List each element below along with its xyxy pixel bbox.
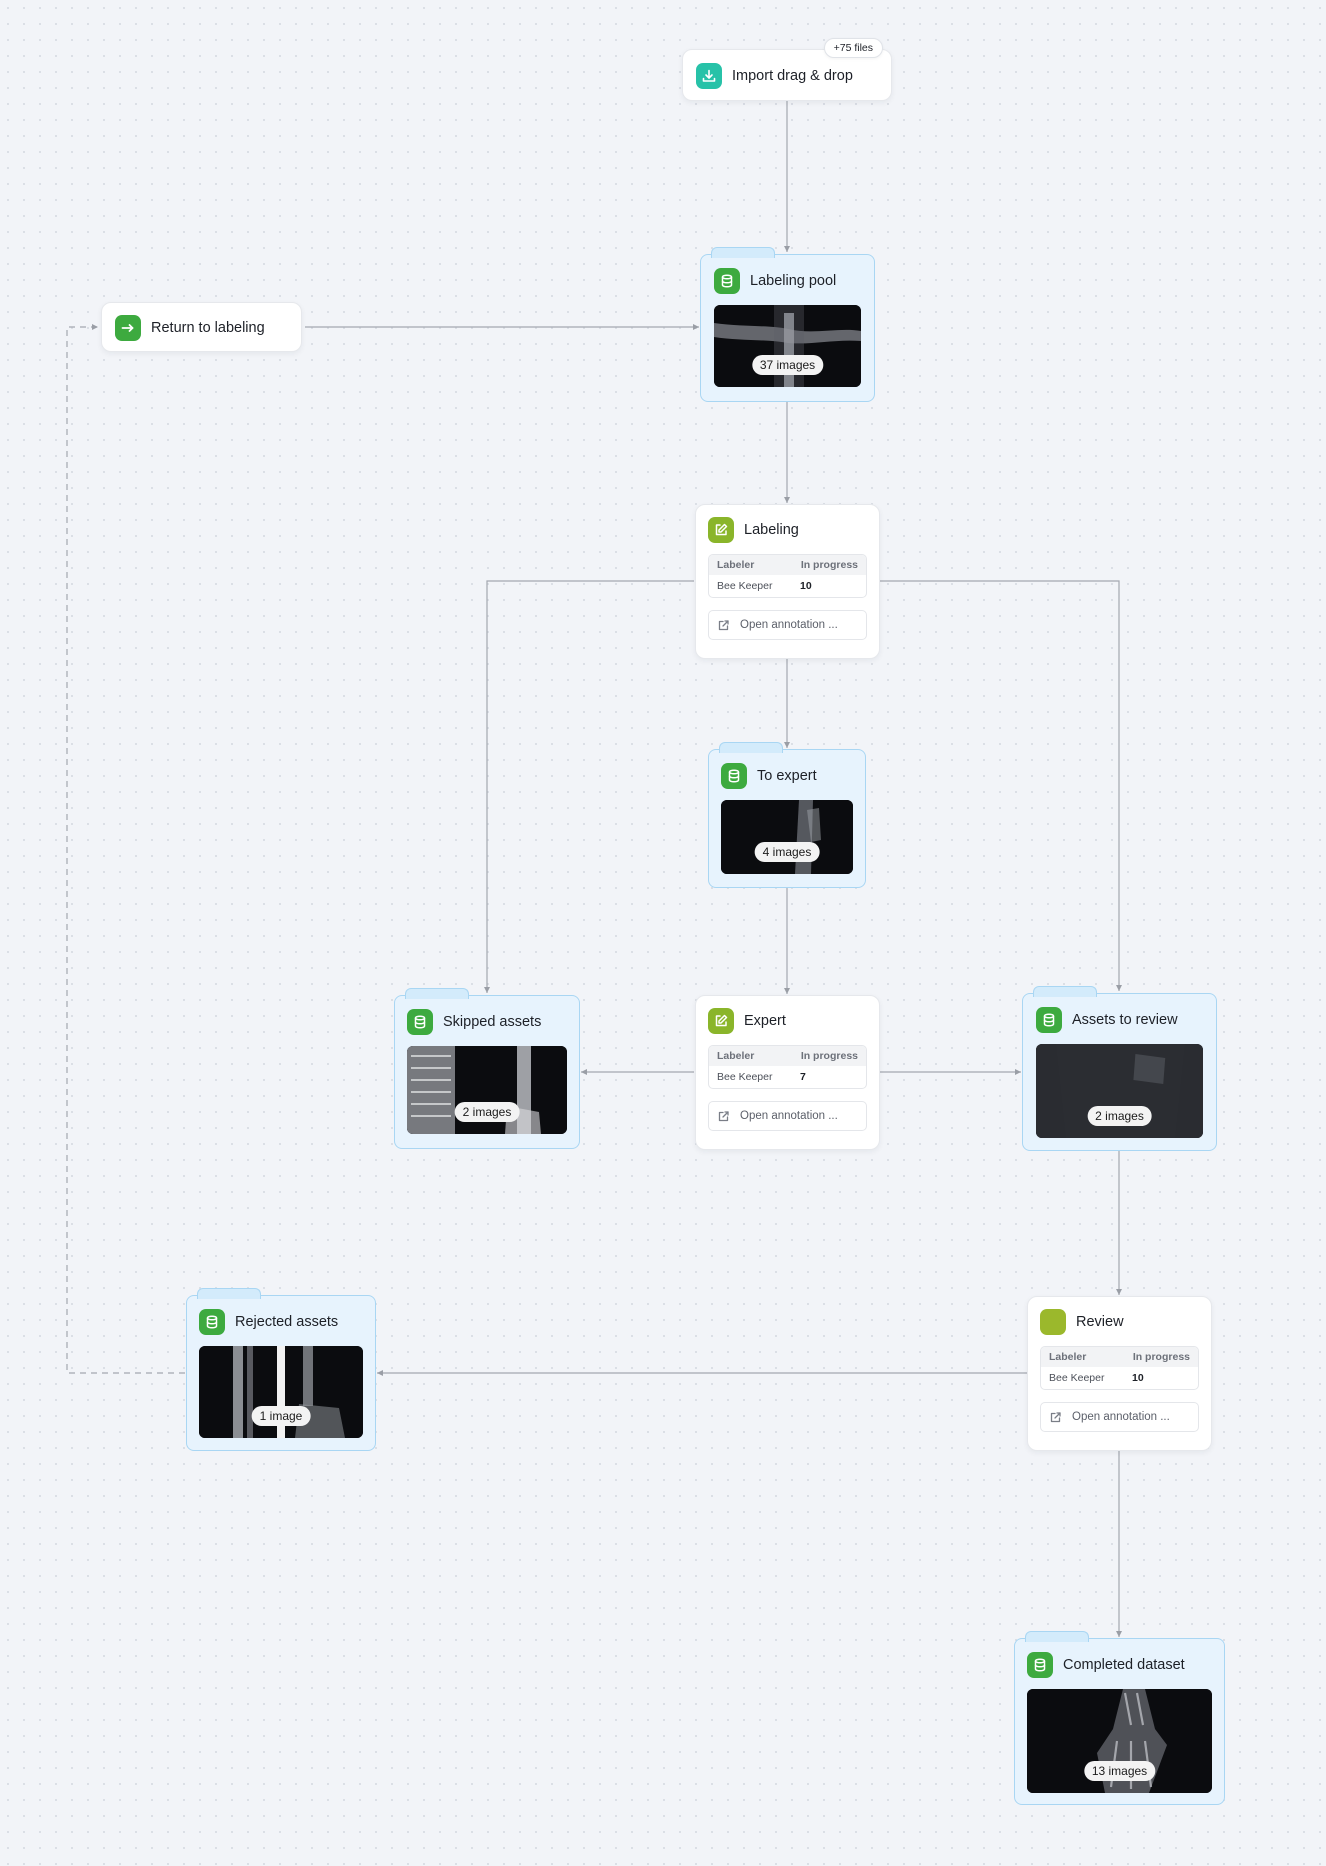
database-icon xyxy=(721,763,747,789)
rejected-assets-thumbnail: 1 image xyxy=(199,1346,363,1438)
edit-icon xyxy=(708,517,734,543)
to-expert-thumbnail: 4 images xyxy=(721,800,853,874)
open-annotation-button[interactable]: Open annotation ... xyxy=(708,1101,867,1131)
arrow-right-icon xyxy=(115,315,141,341)
table-row: Bee Keeper 10 xyxy=(1041,1367,1198,1389)
image-count-badge: 1 image xyxy=(251,1406,311,1426)
rejected-assets-title: Rejected assets xyxy=(235,1314,339,1330)
external-link-icon xyxy=(718,619,729,630)
open-annotation-label: Open annotation ... xyxy=(1072,1411,1170,1423)
edge-labeling-to-skipped xyxy=(484,580,694,993)
open-annotation-button[interactable]: Open annotation ... xyxy=(708,610,867,640)
table-row: Bee Keeper 10 xyxy=(709,575,866,597)
in-progress-count: 10 xyxy=(1132,1372,1144,1384)
to-expert-title: To expert xyxy=(757,768,817,784)
col-in-progress: In progress xyxy=(800,559,858,571)
database-icon xyxy=(407,1009,433,1035)
expert-title: Expert xyxy=(744,1013,786,1029)
skipped-assets-thumbnail: 2 images xyxy=(407,1046,567,1134)
labeling-pool-title: Labeling pool xyxy=(750,273,837,289)
database-icon xyxy=(1036,1007,1062,1033)
to-expert-node[interactable]: To expert 4 images xyxy=(708,742,866,888)
assets-to-review-node[interactable]: Assets to review 2 images xyxy=(1022,986,1217,1151)
return-to-labeling-title: Return to labeling xyxy=(151,320,265,336)
external-link-icon xyxy=(1050,1411,1061,1422)
database-icon xyxy=(199,1309,225,1335)
folder-tab xyxy=(711,247,775,258)
in-progress-count: 10 xyxy=(800,580,812,592)
labeling-pool-thumbnail: 37 images xyxy=(714,305,861,387)
database-icon xyxy=(1027,1652,1053,1678)
labeler-name: Bee Keeper xyxy=(717,1071,773,1083)
assets-to-review-title: Assets to review xyxy=(1072,1012,1178,1028)
labeler-table: Labeler In progress Bee Keeper 10 xyxy=(708,554,867,598)
expert-stage-node[interactable]: Expert Labeler In progress Bee Keeper 7 Op… xyxy=(695,995,880,1150)
image-count-badge: 37 images xyxy=(751,355,824,375)
files-count-badge: +75 files xyxy=(823,38,883,58)
review-icon xyxy=(1040,1309,1066,1335)
labeler-name: Bee Keeper xyxy=(717,580,773,592)
in-progress-count: 7 xyxy=(800,1071,806,1083)
col-labeler: Labeler xyxy=(717,1050,755,1062)
review-stage-node[interactable]: Review Labeler In progress Bee Keeper 10 O… xyxy=(1027,1296,1212,1451)
folder-tab xyxy=(1033,986,1097,997)
labeling-title: Labeling xyxy=(744,522,799,538)
image-count-badge: 2 images xyxy=(1087,1106,1152,1126)
folder-tab xyxy=(197,1288,261,1299)
image-count-badge: 2 images xyxy=(454,1102,520,1122)
edit-icon xyxy=(708,1008,734,1034)
image-count-badge: 13 images xyxy=(1083,1761,1156,1781)
col-in-progress: In progress xyxy=(800,1050,858,1062)
return-to-labeling-node[interactable]: Return to labeling xyxy=(101,302,302,352)
database-icon xyxy=(714,268,740,294)
col-in-progress: In progress xyxy=(1132,1351,1190,1363)
completed-dataset-title: Completed dataset xyxy=(1063,1657,1185,1673)
table-row: Bee Keeper 7 xyxy=(709,1066,866,1088)
open-annotation-label: Open annotation ... xyxy=(740,619,838,631)
rejected-assets-node[interactable]: Rejected assets 1 image xyxy=(186,1288,376,1451)
folder-tab xyxy=(719,742,783,753)
import-title: Import drag & drop xyxy=(732,68,853,84)
completed-dataset-node[interactable]: Completed dataset 13 images xyxy=(1014,1631,1225,1805)
skipped-assets-title: Skipped assets xyxy=(443,1014,542,1030)
completed-dataset-thumbnail: 13 images xyxy=(1027,1689,1212,1793)
skipped-assets-node[interactable]: Skipped assets 2 images xyxy=(394,988,580,1149)
edge-rejected-to-return xyxy=(66,324,185,1374)
open-annotation-button[interactable]: Open annotation ... xyxy=(1040,1402,1199,1432)
col-labeler: Labeler xyxy=(717,559,755,571)
folder-tab xyxy=(405,988,469,999)
labeling-pool-node[interactable]: Labeling pool 37 images xyxy=(700,247,875,402)
review-title: Review xyxy=(1076,1314,1124,1330)
col-labeler: Labeler xyxy=(1049,1351,1087,1363)
labeler-table: Labeler In progress Bee Keeper 10 xyxy=(1040,1346,1199,1390)
import-node[interactable]: +75 files Import drag & drop xyxy=(682,38,892,101)
image-count-badge: 4 images xyxy=(754,842,820,862)
labeling-stage-node[interactable]: Labeling Labeler In progress Bee Keeper 10… xyxy=(695,504,880,659)
download-icon xyxy=(696,63,722,89)
folder-tab xyxy=(1025,1631,1089,1642)
labeler-table: Labeler In progress Bee Keeper 7 xyxy=(708,1045,867,1089)
labeler-name: Bee Keeper xyxy=(1049,1372,1105,1384)
open-annotation-label: Open annotation ... xyxy=(740,1110,838,1122)
assets-to-review-thumbnail: 2 images xyxy=(1036,1044,1203,1138)
edge-labeling-to-review-assets xyxy=(880,580,1122,991)
external-link-icon xyxy=(718,1110,729,1121)
